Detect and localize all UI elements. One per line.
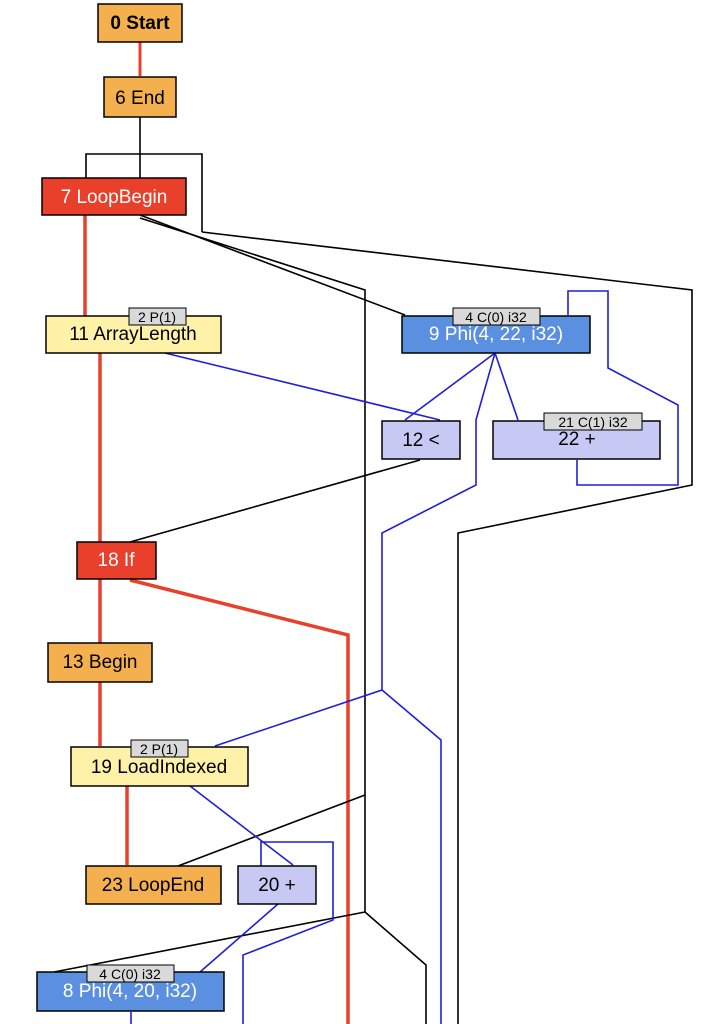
node-23-loopend[interactable]: 23 LoopEnd [85,865,222,905]
edge-loopend-back [177,794,366,867]
node-22-add-label: 22 + [558,429,596,450]
node-19-loadindexed[interactable]: 19 LoadIndexed 2 P(1) [70,739,249,787]
node-19-badge [130,739,189,758]
node-7-loopbegin-label: 7 LoopBegin [61,187,168,208]
edge-phi8-down-right [364,911,427,1024]
node-12-less-label: 12 < [402,430,440,451]
node-19-loadindexed-label: 19 LoadIndexed [91,757,227,778]
node-9-badge [452,307,541,326]
edge-if-exit [129,578,350,1024]
node-6-end[interactable]: 6 End [103,76,177,118]
edge-phi9-loadindexed [214,352,496,747]
edge-add20-phi8 [199,903,279,973]
node-18-if-label: 18 If [98,550,136,571]
edge-phi9-down [381,689,442,1024]
node-8-badge [86,964,175,983]
node-9-badge-label: 4 C(0) i32 [465,309,527,325]
node-19-badge-label: 2 P(1) [140,741,178,757]
node-11-badge [128,307,187,326]
node-11-arraylength[interactable]: 11 ArrayLength 2 P(1) [45,307,222,354]
edge-loopbegin-phi8 [53,217,366,973]
node-9-phi[interactable]: 9 Phi(4, 22, i32) 4 C(0) i32 [401,307,591,354]
edge-loadindexed-add20 [189,785,294,866]
edge-less-if [129,459,421,543]
node-11-badge-label: 2 P(1) [138,309,176,325]
node-0-start[interactable]: 0 Start [97,3,183,43]
node-18-if[interactable]: 18 If [76,541,157,580]
node-11-arraylength-label: 11 ArrayLength [69,324,196,345]
node-8-phi-label: 8 Phi(4, 20, i32) [63,981,197,1002]
edge-add22-phi9-loop [567,290,679,486]
node-12-less[interactable]: 12 < [381,420,461,460]
node-23-loopend-label: 23 LoopEnd [102,875,205,896]
node-22-badge-label: 21 C(1) i32 [558,414,627,430]
node-20-add-label: 20 + [258,875,296,896]
edge-add20-loop [242,841,334,1024]
node-13-begin[interactable]: 13 Begin [47,642,153,683]
node-0-start-label: 0 Start [110,13,170,34]
node-6-end-label: 6 End [115,88,165,109]
node-13-begin-label: 13 Begin [62,652,137,673]
edges [53,42,693,1024]
node-7-loopbegin[interactable]: 7 LoopBegin [41,177,187,216]
node-8-badge-label: 4 C(0) i32 [99,966,161,982]
node-9-phi-label: 9 Phi(4, 22, i32) [429,324,563,345]
node-22-badge [543,412,643,431]
edge-loop-back-box [85,153,203,232]
edge-phi9-add22 [494,352,519,421]
node-8-phi[interactable]: 8 Phi(4, 20, i32) 4 C(0) i32 [36,964,225,1012]
edge-phi9-less [404,352,496,421]
node-20-add[interactable]: 20 + [237,865,317,905]
edge-loopbegin-right [201,231,693,1024]
node-22-add[interactable]: 22 + 21 C(1) i32 [492,412,661,460]
edge-arraylength-less [164,352,441,421]
